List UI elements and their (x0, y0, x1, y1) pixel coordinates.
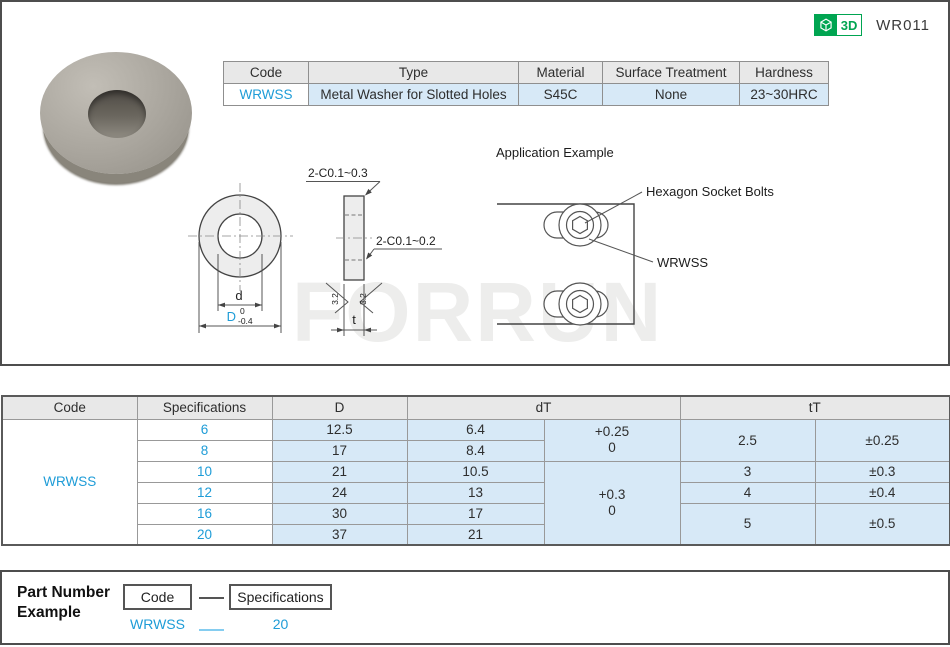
part-number-example-panel: Part Number Example Code Specifications … (0, 570, 950, 645)
roughness-value-right: 3.2 (358, 293, 368, 305)
spec-D: 24 (271, 481, 408, 504)
spec-size: 20 (136, 523, 273, 546)
dim-D-label: D (227, 309, 236, 324)
connector-line-blue (199, 629, 224, 631)
product-photo-washer (40, 52, 192, 192)
code-box: Code (123, 584, 192, 610)
info-code-value: WRWSS (223, 83, 309, 106)
table-row: WRWSS 6 12.5 6.4 +0.25 0 2.5 ±0.25 (1, 418, 950, 546)
product-overview-panel: FORRUN 3D WR011 Code Type Material Surfa… (0, 0, 950, 366)
hex-socket-top (571, 215, 589, 235)
spec-size: 6 (136, 418, 273, 441)
info-header-type: Type (308, 61, 519, 84)
spec-tT: 4 (679, 481, 816, 504)
info-header-hardness: Hardness (739, 61, 829, 84)
table-row: 8 17 8.4 (2, 439, 950, 462)
dim-d-label: d (235, 288, 242, 303)
spec-tT: 3 (679, 460, 816, 483)
plate-outline (497, 203, 635, 325)
spec-header-tT: tT (679, 395, 950, 420)
info-hardness-value: 23~30HRC (739, 83, 829, 106)
header-badges: 3D WR011 (814, 14, 930, 36)
spec-dT: 17 (406, 502, 545, 525)
info-header-surface: Surface Treatment (602, 61, 740, 84)
spec-size: 8 (136, 439, 273, 462)
application-example-title: Application Example (496, 145, 614, 160)
info-data-row: WRWSS Metal Washer for Slotted Holes S45… (223, 83, 829, 106)
spec-tT-tolerance: ±0.5 (814, 502, 950, 546)
spec-dT: 10.5 (406, 460, 545, 483)
spec-dT: 21 (406, 523, 545, 546)
table-row: 20 37 21 (2, 523, 950, 546)
info-header-row: Code Type Material Surface Treatment Har… (223, 61, 829, 84)
connector-line (199, 597, 224, 599)
specifications-table: Code Specifications D dT tT WRWSS 6 12.5… (1, 395, 950, 546)
spec-D: 37 (271, 523, 408, 546)
info-surface-value: None (602, 83, 740, 106)
spec-header-D: D (271, 395, 408, 420)
spec-header-row: Code Specifications D dT tT (1, 395, 950, 420)
roughness-value-left: 3.2 (330, 293, 340, 305)
dim-D-tol-lower: -0.4 (238, 316, 253, 326)
dim-t-label: t (352, 312, 356, 327)
info-header-code: Code (223, 61, 309, 84)
chamfer-mid-label: 2-C0.1~0.2 (376, 234, 436, 248)
spec-dT: 6.4 (406, 418, 545, 441)
spec-D: 30 (271, 502, 408, 525)
part-number-code-value: WRWSS (130, 616, 185, 632)
cube-3d-icon (815, 15, 838, 35)
hex-socket-bottom (571, 294, 589, 314)
table-row: 16 30 17 5 ±0.5 (2, 502, 950, 546)
label-hexagon-socket-bolts: Hexagon Socket Bolts (646, 184, 774, 199)
product-info-table: Code Type Material Surface Treatment Har… (223, 61, 829, 106)
washer-hole (88, 90, 146, 138)
spec-header-specifications: Specifications (136, 395, 273, 420)
spec-D: 21 (271, 460, 408, 483)
spec-D: 12.5 (271, 418, 408, 441)
specifications-box: Specifications (229, 584, 332, 610)
part-number-example-title: Part Number Example (17, 584, 111, 622)
spec-size: 10 (136, 460, 273, 483)
spec-tT-tolerance: ±0.25 (814, 418, 950, 462)
spec-header-code: Code (1, 395, 138, 420)
table-row: 10 21 10.5 +0.3 0 3 ±0.3 (2, 460, 950, 546)
spec-size: 16 (136, 502, 273, 525)
info-header-material: Material (518, 61, 603, 84)
spec-tT: 2.5 (679, 418, 816, 462)
roughness-symbol-right (359, 282, 383, 314)
spec-tT-tolerance: ±0.3 (814, 460, 950, 483)
spec-tT: 5 (679, 502, 816, 546)
spec-dT-tolerance: +0.3 0 (543, 460, 681, 546)
spec-dT: 8.4 (406, 439, 545, 462)
3d-model-badge[interactable]: 3D (814, 14, 863, 36)
part-number-spec-value: 20 (272, 616, 289, 632)
badge-3d-label: 3D (837, 15, 862, 35)
info-type-value: Metal Washer for Slotted Holes (308, 83, 519, 106)
table-row: 12 24 13 4 ±0.4 (2, 481, 950, 504)
info-material-value: S45C (518, 83, 603, 106)
model-code: WR011 (876, 16, 930, 34)
spec-dT: 13 (406, 481, 545, 504)
spec-header-dT: dT (406, 395, 681, 420)
spec-size: 12 (136, 481, 273, 504)
chamfer-top-label: 2-C0.1~0.3 (308, 166, 368, 180)
spec-dT-tolerance: +0.25 0 (543, 418, 681, 462)
label-wrwss: WRWSS (657, 255, 708, 270)
technical-drawing: d D 0 -0.4 2-C0.1~0.3 2-C0.1~0.2 3.2 3.2 (188, 145, 774, 336)
spec-D: 17 (271, 439, 408, 462)
dim-D-tol-upper: 0 (240, 306, 245, 316)
spec-code-value: WRWSS (1, 418, 138, 546)
roughness-symbol-left (325, 282, 349, 314)
spec-tT-tolerance: ±0.4 (814, 481, 950, 504)
